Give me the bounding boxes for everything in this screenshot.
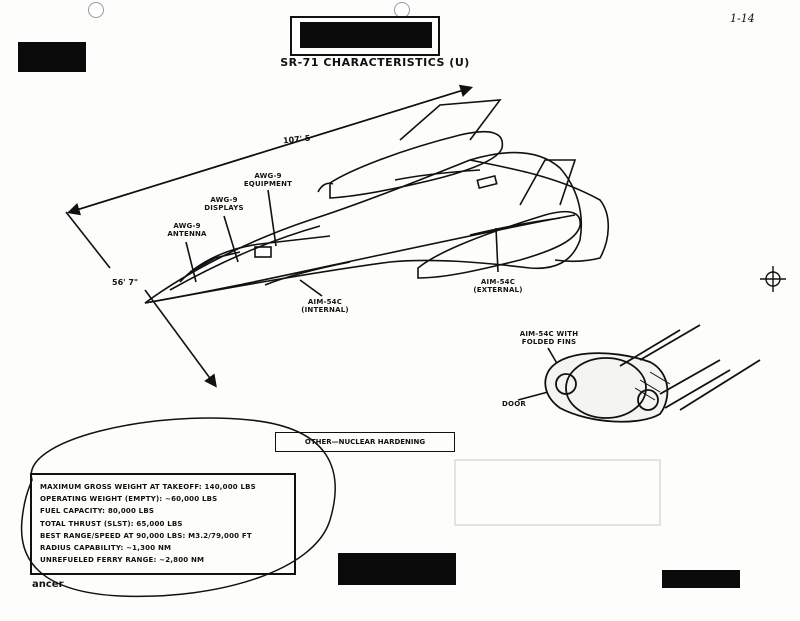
callout-awg9-antenna: AWG-9 ANTENNA xyxy=(167,222,207,238)
redaction-bottom-center xyxy=(338,553,456,585)
spec-line: TOTAL THRUST (SLST): 65,000 LBS xyxy=(40,519,183,528)
redaction-top-center xyxy=(300,22,432,48)
spec-line: OPERATING WEIGHT (EMPTY): ~60,000 LBS xyxy=(40,495,218,504)
callout-aim54c-folded-fins: AIM-54C WITH FOLDED FINS xyxy=(519,330,579,346)
spec-line: UNREFUELED FERRY RANGE: ~2,800 NM xyxy=(40,556,205,565)
callout-aim54c-external: AIM-54C (EXTERNAL) xyxy=(473,278,523,294)
callout-awg9-displays: AWG-9 DISPLAYS xyxy=(204,196,244,212)
page-number: 1-14 xyxy=(730,12,755,25)
page-title: SR-71 CHARACTERISTICS (U) xyxy=(280,56,470,69)
fuselage-outline xyxy=(144,151,583,304)
other-nuclear-hardening-box: OTHER—NUCLEAR HARDENING xyxy=(275,432,455,452)
span-dimension-line xyxy=(144,289,217,388)
hand-drawn-circle-annotation xyxy=(20,417,336,598)
classification-box-top xyxy=(290,16,440,56)
callout-door: DOOR xyxy=(502,400,526,408)
crosshair-icon xyxy=(760,266,786,292)
specifications-box: MAXIMUM GROSS WEIGHT AT TAKEOFF: 140,000… xyxy=(30,473,296,575)
redaction-bottom-right xyxy=(662,570,740,588)
callout-awg9-equipment: AWG-9 EQUIPMENT xyxy=(243,172,293,188)
callout-aim54c-internal: AIM-54C (INTERNAL) xyxy=(301,298,349,314)
footer-text: ancer xyxy=(32,579,64,590)
spec-line: BEST RANGE/SPEED AT 90,000 LBS: M3.2/79,… xyxy=(40,531,252,540)
redaction-top-left xyxy=(18,42,86,72)
missile-bay-cross-section xyxy=(544,324,761,423)
spec-line: FUEL CAPACITY: 80,000 LBS xyxy=(40,507,155,516)
punch-hole-icon xyxy=(88,2,104,18)
span-dimension-label: 56' 7" xyxy=(112,278,139,287)
spec-line: MAXIMUM GROSS WEIGHT AT TAKEOFF: 140,000… xyxy=(40,483,256,491)
spec-line: RADIUS CAPABILITY: ~1,300 NM xyxy=(40,544,172,553)
